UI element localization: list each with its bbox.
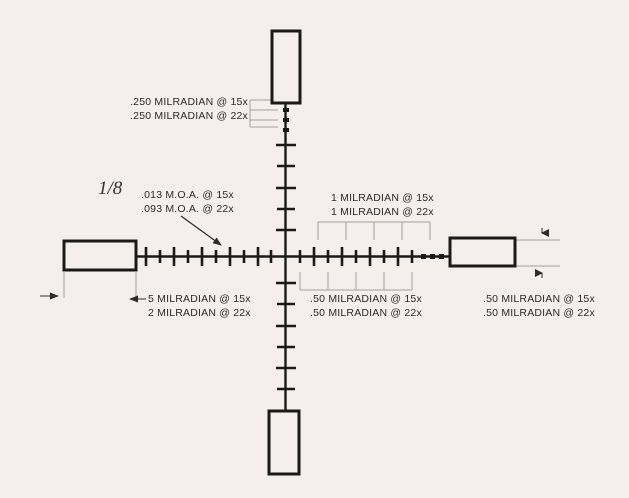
one-mil-line-1: 1 MILRADIAN @ 15x bbox=[331, 192, 434, 204]
dot-spacing-line-1: .250 MILRADIAN @ 15x bbox=[130, 96, 248, 108]
horizontal-ticks-group bbox=[144, 247, 414, 266]
top-dot bbox=[283, 108, 289, 112]
span-line-2: 2 MILRADIAN @ 22x bbox=[148, 307, 251, 319]
moa-tick-callout: .013 M.O.A. @ 15x .093 M.O.A. @ 22x bbox=[141, 188, 234, 216]
top-dot bbox=[283, 128, 289, 132]
post-thickness-line-1: .50 MILRADIAN @ 15x bbox=[483, 293, 595, 305]
left-post bbox=[62, 239, 138, 272]
right-dot bbox=[421, 254, 426, 259]
horizontal-span-callout: 5 MILRADIAN @ 15x 2 MILRADIAN @ 22x bbox=[148, 292, 251, 320]
one-milradian-callout: 1 MILRADIAN @ 15x 1 MILRADIAN @ 22x bbox=[331, 191, 434, 219]
right-post bbox=[448, 236, 517, 268]
reticle-posts-group bbox=[62, 29, 517, 476]
dot-spacing-callout: .250 MILRADIAN @ 15x .250 MILRADIAN @ 22… bbox=[126, 95, 248, 123]
dot-spacing-line-2: .250 MILRADIAN @ 22x bbox=[130, 110, 248, 122]
half-milradian-callout: .50 MILRADIAN @ 15x .50 MILRADIAN @ 22x bbox=[310, 292, 422, 320]
span-line-1: 5 MILRADIAN @ 15x bbox=[148, 293, 251, 305]
half-mil-line-2: .50 MILRADIAN @ 22x bbox=[310, 307, 422, 319]
moa-line-1: .013 M.O.A. @ 15x bbox=[141, 189, 234, 201]
top-post bbox=[270, 29, 302, 105]
post-thickness-line-2: .50 MILRADIAN @ 22x bbox=[483, 307, 595, 319]
handwritten-fraction: 1/8 bbox=[98, 178, 123, 199]
right-dot bbox=[430, 254, 435, 259]
leader-lines-group bbox=[63, 99, 560, 298]
dot-markers-group bbox=[283, 108, 444, 259]
top-dot bbox=[283, 118, 289, 122]
one-mil-line-2: 1 MILRADIAN @ 22x bbox=[331, 206, 434, 218]
crosshair-group bbox=[136, 103, 450, 411]
right-dot bbox=[439, 254, 444, 259]
half-mil-line-1: .50 MILRADIAN @ 15x bbox=[310, 293, 422, 305]
moa-line-2: .093 M.O.A. @ 22x bbox=[141, 203, 234, 215]
post-thickness-callout: .50 MILRADIAN @ 15x .50 MILRADIAN @ 22x bbox=[483, 292, 595, 320]
bottom-post bbox=[267, 409, 301, 476]
vertical-ticks-group bbox=[276, 143, 296, 391]
moa-leader-arrow bbox=[180, 215, 222, 246]
